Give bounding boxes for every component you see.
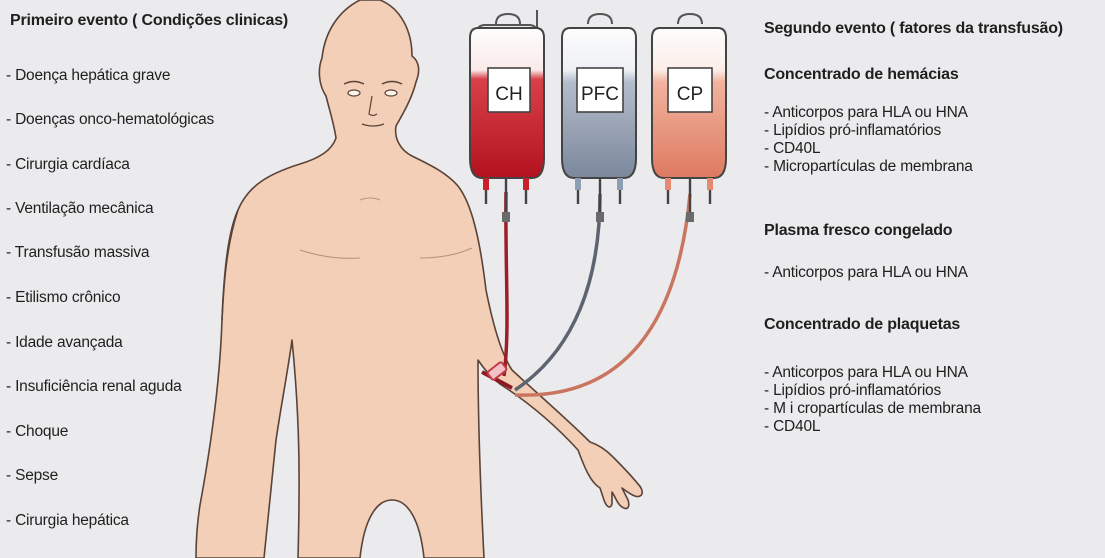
section-item: - Lipídios pró-inflamatórios — [764, 122, 973, 140]
section-item: - Lipídios pró-inflamatórios — [764, 382, 981, 400]
section-item: - Anticorpos para HLA ou HNA — [764, 264, 968, 282]
section-item: - CD40L — [764, 418, 981, 436]
section-concentrado-plaquetas: Concentrado de plaquetas - Anticorpos pa… — [764, 316, 981, 436]
cp-tube — [515, 194, 690, 395]
section-item: - Anticorpos para HLA ou HNA — [764, 104, 973, 122]
condition-item: - Ventilação mecânica — [6, 200, 153, 218]
second-event-title: Segundo evento ( fatores da transfusão) — [764, 20, 1063, 38]
second-event-block: Segundo evento ( fatores da transfusão) — [764, 20, 1063, 38]
section-item: - CD40L — [764, 140, 973, 158]
condition-item: - Doença hepática grave — [6, 67, 170, 85]
condition-item: - Insuficiência renal aguda — [6, 378, 182, 396]
condition-item: - Doenças onco-hematológicas — [6, 111, 214, 129]
bag-label-ch: CH — [495, 84, 522, 105]
condition-item: - Etilismo crônico — [6, 289, 120, 307]
section-heading: Concentrado de plaquetas — [764, 316, 981, 334]
section-item: - Micropartículas de membrana — [764, 158, 973, 176]
section-heading: Plasma fresco congelado — [764, 222, 968, 240]
blood-bag-cp — [652, 14, 726, 222]
section-plasma-fresco: Plasma fresco congelado - Anticorpos par… — [764, 222, 968, 282]
bag-label-cp: CP — [677, 84, 703, 105]
first-event-title: Primeiro evento ( Condições clinicas) — [10, 12, 288, 30]
condition-item: - Cirurgia hepática — [6, 512, 129, 530]
section-concentrado-hemacias: Concentrado de hemácias - Anticorpos par… — [764, 66, 973, 176]
condition-item: - Choque — [6, 423, 68, 441]
blood-bag-pfc — [562, 14, 636, 222]
section-item: - Anticorpos para HLA ou HNA — [764, 364, 981, 382]
blood-bag-ch — [470, 10, 544, 222]
condition-item: - Idade avançada — [6, 334, 123, 352]
section-item: - M i cropartículas de membrana — [764, 400, 981, 418]
condition-item: - Cirurgia cardíaca — [6, 156, 130, 174]
bag-label-pfc: PFC — [581, 84, 619, 105]
condition-item: - Sepse — [6, 467, 58, 485]
pfc-tube — [515, 194, 600, 390]
section-heading: Concentrado de hemácias — [764, 66, 973, 84]
condition-item: - Transfusão massiva — [6, 244, 149, 262]
